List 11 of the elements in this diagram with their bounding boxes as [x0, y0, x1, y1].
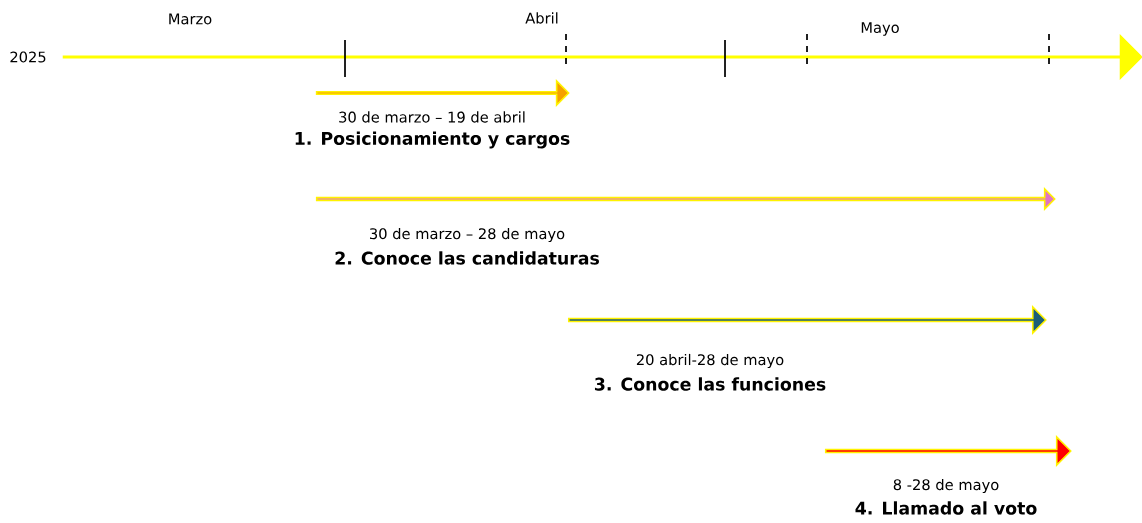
timeline-arrow	[62, 34, 1142, 80]
date-label: 8 -28 de mayo	[893, 478, 999, 494]
phase-title: 4. Llamado al voto	[855, 501, 1037, 515]
year-label: 2025	[10, 51, 46, 63]
phase-title: 3. Conoce las funciones	[594, 377, 826, 391]
date-label: 20 abril-28 de mayo	[636, 353, 784, 369]
phase-title: 2. Conoce las candidaturas	[335, 251, 599, 265]
phase-title: 1. Posicionamiento y cargos	[295, 131, 570, 149]
date-label: 30 de marzo – 28 de mayo	[370, 227, 565, 243]
month-label: Mayo	[861, 22, 899, 36]
date-label: 30 de marzo – 19 de abril	[339, 111, 525, 123]
